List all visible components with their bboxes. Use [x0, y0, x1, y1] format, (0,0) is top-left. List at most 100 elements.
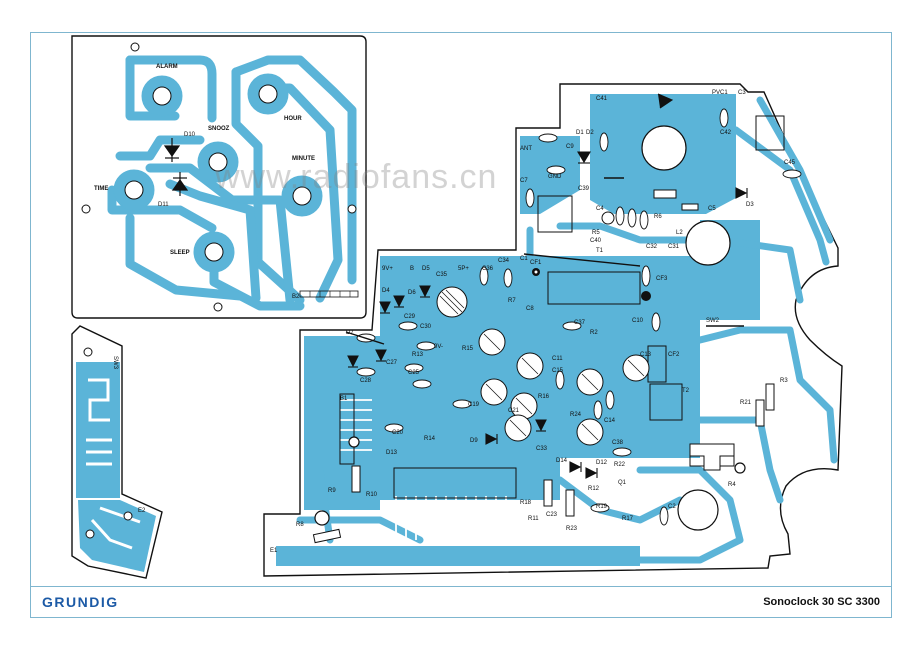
- label-c7: C7: [520, 178, 528, 184]
- label-c23: C23: [546, 512, 558, 518]
- label-c5: C5: [708, 206, 716, 212]
- label-snooz: SNOOZ: [208, 126, 230, 132]
- label-d11: D11: [158, 202, 169, 208]
- label-9vplus: 9V+: [382, 266, 393, 272]
- label-r4: R4: [728, 482, 736, 488]
- label-r2: R2: [590, 330, 598, 336]
- label-r3: R3: [780, 378, 788, 384]
- label-c1: C1: [520, 256, 528, 262]
- label-r6: R6: [654, 214, 662, 220]
- label-t1: T1: [596, 248, 604, 254]
- label-l2: L2: [676, 230, 683, 236]
- label-q1: Q1: [618, 480, 627, 486]
- label-time: TIME: [94, 186, 108, 192]
- label-9vminus: 9V-: [434, 344, 443, 350]
- label-r22: R22: [614, 462, 626, 468]
- label-d2: D2: [586, 130, 594, 136]
- label-minute: MINUTE: [292, 156, 315, 162]
- label-hour: HOUR: [284, 116, 302, 122]
- label-t2: T2: [682, 388, 690, 394]
- label-c21: C21: [508, 408, 520, 414]
- label-c19: C19: [468, 402, 480, 408]
- label-c4: C4: [596, 206, 604, 212]
- label-c31: C31: [668, 244, 680, 250]
- label-cf2: CF2: [668, 352, 680, 358]
- label-c33: C33: [536, 446, 548, 452]
- label-gnd: GND: [548, 174, 562, 180]
- label-d12: D12: [596, 460, 608, 466]
- label-r10: R10: [366, 492, 378, 498]
- label-r5: R5: [592, 230, 600, 236]
- label-r7: R7: [508, 298, 516, 304]
- label-c3: C3: [738, 90, 746, 96]
- label-d7: D7: [346, 330, 354, 336]
- label-c41: C41: [596, 96, 608, 102]
- label-b2: B2: [292, 294, 300, 300]
- label-d13: D13: [386, 450, 398, 456]
- label-c9: C9: [566, 144, 574, 150]
- label-c42: C42: [720, 130, 732, 136]
- label-c25: C25: [408, 370, 420, 376]
- label-r16: R16: [538, 394, 550, 400]
- label-c20: C20: [392, 430, 404, 436]
- label-d6: D6: [408, 290, 416, 296]
- footer-divider: [30, 586, 892, 587]
- label-c11: C11: [552, 356, 563, 362]
- label-r18: R18: [520, 500, 532, 506]
- label-c28: C28: [360, 378, 372, 384]
- label-r11: R11: [528, 516, 539, 522]
- label-r17: R17: [622, 516, 634, 522]
- label-alarm: ALARM: [156, 64, 178, 70]
- label-e2: E2: [138, 508, 146, 514]
- label-d3: D3: [746, 202, 754, 208]
- label-c35: C35: [436, 272, 448, 278]
- label-r14: R14: [424, 436, 436, 442]
- label-c45: C45: [784, 160, 796, 166]
- label-c15: C15: [552, 368, 564, 374]
- key-board: ALARM SNOOZ HOUR MINUTE TIME SLEEP D10 D…: [71, 35, 367, 319]
- label-r23: R23: [566, 526, 578, 532]
- label-d9: D9: [470, 438, 478, 444]
- label-c29: C29: [404, 314, 416, 320]
- label-5pplus: 5P+: [458, 266, 469, 272]
- label-sleep: SLEEP: [170, 250, 190, 256]
- label-b: B: [410, 266, 414, 272]
- label-r9: R9: [328, 488, 336, 494]
- label-c37: C37: [574, 320, 586, 326]
- label-c34: C34: [498, 258, 510, 264]
- label-r8: R8: [296, 522, 304, 528]
- label-pvc1: PVC1: [712, 90, 728, 96]
- label-d14: D14: [556, 458, 568, 464]
- label-c13: C13: [640, 352, 652, 358]
- label-sw2: SW2: [706, 318, 720, 324]
- watermark: www.radiofans.cn: [215, 158, 498, 196]
- label-c39: C39: [578, 186, 590, 192]
- label-r19: R19: [596, 504, 608, 510]
- label-d10: D10: [184, 132, 196, 138]
- label-r15: R15: [462, 346, 474, 352]
- switch-board: SW3 E2: [71, 325, 163, 579]
- label-ant: ANT: [520, 146, 532, 152]
- label-r12: R12: [588, 486, 600, 492]
- brand-logo: GRUNDIG: [42, 594, 119, 610]
- label-c36: C36: [482, 266, 494, 272]
- label-r24: R24: [570, 412, 582, 418]
- label-c30: C30: [420, 324, 432, 330]
- label-d4: D4: [382, 288, 390, 294]
- label-c32: C32: [646, 244, 658, 250]
- label-cf3: CF3: [656, 276, 668, 282]
- main-board: C41 PVC1 C3 C42 C45 D1 D2 C9 ANT GND C7 …: [263, 83, 843, 577]
- label-c40: C40: [590, 238, 602, 244]
- label-c38: C38: [612, 440, 624, 446]
- label-sw3: SW3: [112, 356, 118, 370]
- label-e1: E1: [270, 548, 278, 554]
- label-d5: D5: [422, 266, 430, 272]
- label-c14: C14: [604, 418, 616, 424]
- label-r13: R13: [412, 352, 424, 358]
- label-c2: C2: [668, 504, 676, 510]
- label-cf1: CF1: [530, 260, 542, 266]
- label-c27: C27: [386, 360, 398, 366]
- label-d1: D1: [576, 130, 584, 136]
- label-c8: C8: [526, 306, 534, 312]
